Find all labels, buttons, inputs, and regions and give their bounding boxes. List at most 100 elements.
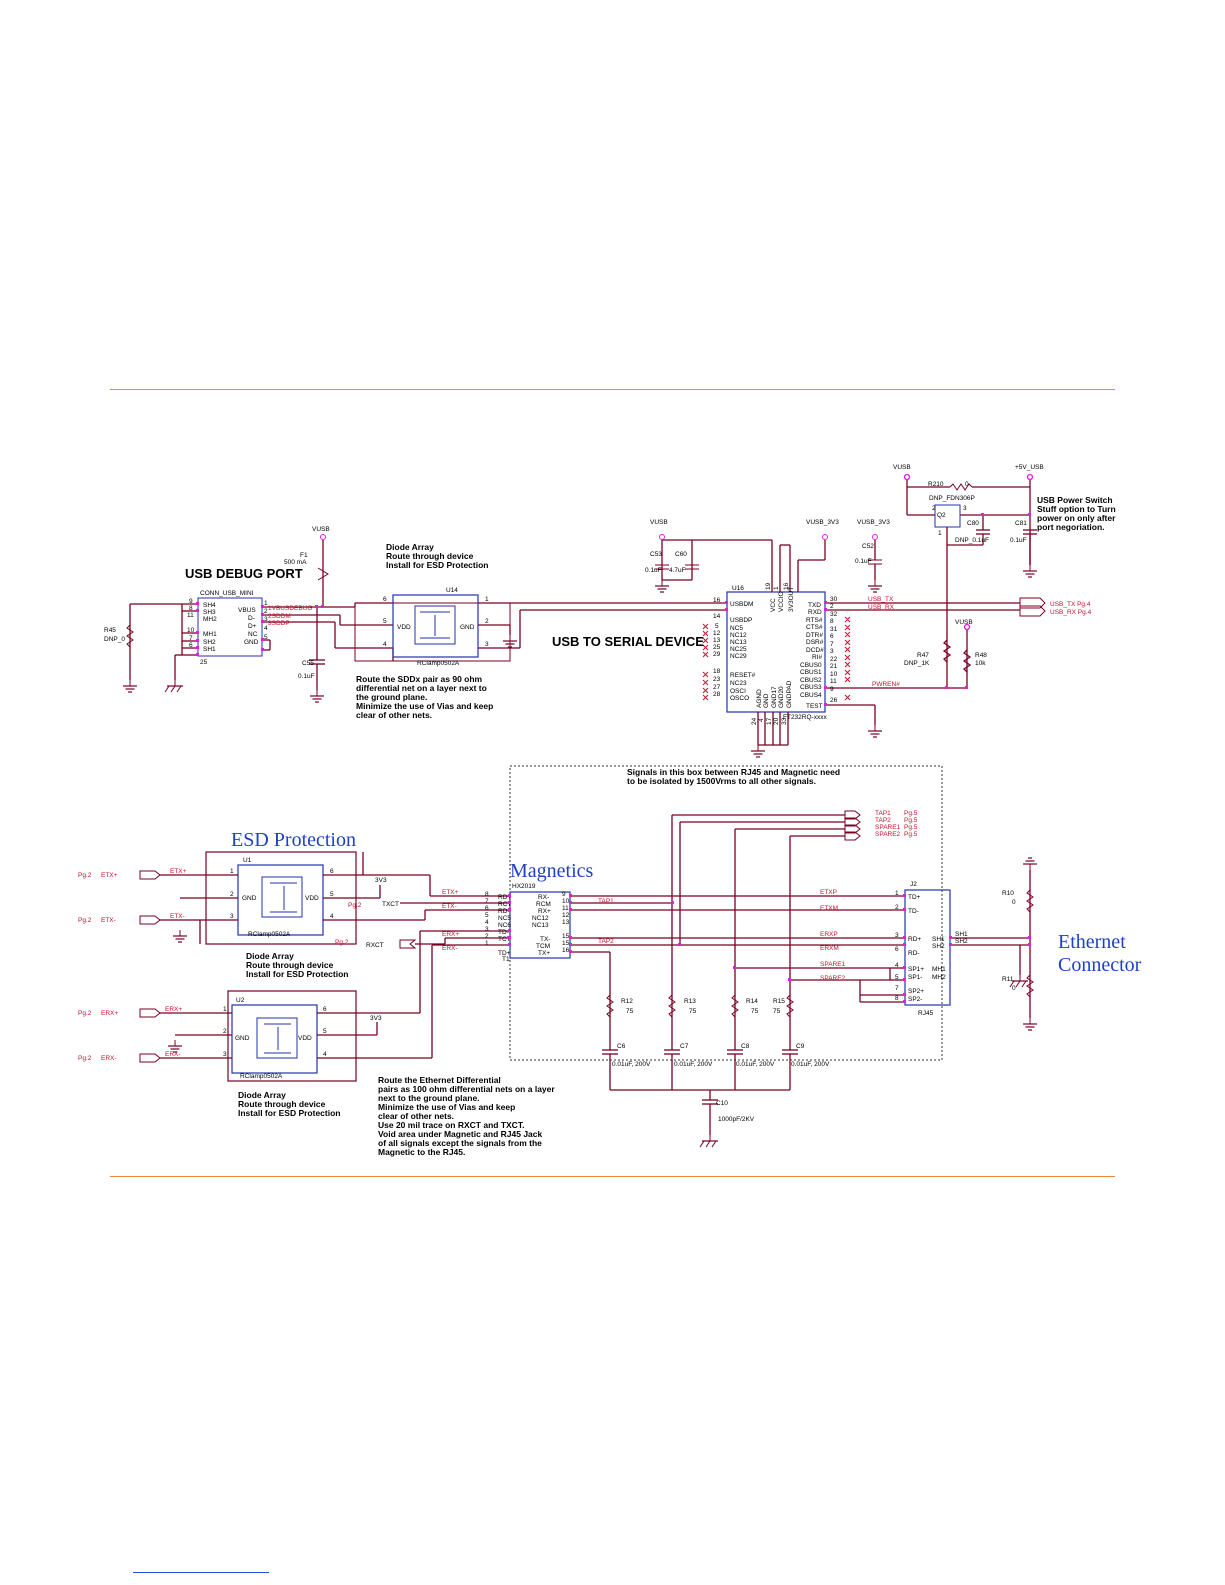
r13-value: 75 bbox=[689, 1008, 697, 1015]
r11-ref: R11 bbox=[1002, 976, 1014, 983]
u16-num-3: 3 bbox=[830, 648, 834, 655]
u1-pin-4: 4 bbox=[330, 913, 334, 920]
net-vbusdebug: 1VBUSDEBUG bbox=[268, 605, 312, 612]
j2-part: RJ45 bbox=[918, 1010, 934, 1017]
t1-num-16: 16 bbox=[562, 947, 570, 954]
u16-pin-agnd: AGND bbox=[756, 689, 763, 708]
note-sddx-4: Minimize the use of Vias and keep bbox=[356, 701, 493, 711]
u16-num-19: 19 bbox=[765, 582, 772, 590]
u2-pin-1: 1 bbox=[223, 1006, 227, 1013]
c52-ref: C52 bbox=[862, 543, 874, 550]
note-eth-5: clear of other nets. bbox=[378, 1111, 454, 1121]
u16-num-22: 22 bbox=[830, 656, 838, 663]
note-eth-1: Route the Ethernet Differential bbox=[378, 1075, 501, 1085]
net-pg5-2: Pg.5 bbox=[904, 817, 918, 824]
note-eth-6: Use 20 mil trace on RXCT and TXCT. bbox=[378, 1120, 524, 1130]
note-usb-switch-2: Stuff option to Turn bbox=[1037, 504, 1116, 514]
q2-pin-1: 1 bbox=[938, 530, 942, 537]
u16-num-12: 12 bbox=[713, 630, 721, 637]
power-vusb-switch: VUSB bbox=[893, 464, 911, 471]
t1-pin-txm: TX- bbox=[540, 936, 550, 943]
c81-value: 0.1uF bbox=[1010, 537, 1027, 544]
u14-diode-array bbox=[392, 594, 518, 658]
j2-pin-rdm: RD- bbox=[908, 950, 920, 957]
note-eth-4: Minimize the use of Vias and keep bbox=[378, 1102, 515, 1112]
u14-part: RClamp0502A bbox=[417, 660, 460, 667]
power-3v3-u2: 3V3 bbox=[370, 1015, 382, 1022]
t1-pin-tdm: TD- bbox=[498, 929, 509, 936]
net-txct: TXCT bbox=[382, 901, 399, 908]
u16-num-14: 14 bbox=[713, 613, 721, 620]
u16-pin-vccio: VCCIO bbox=[778, 591, 785, 612]
t1-pin-nc12: NC12 bbox=[532, 915, 549, 922]
t1-num-7: 7 bbox=[485, 898, 489, 905]
u1-pin-6: 6 bbox=[330, 868, 334, 875]
q2-ref: Q2 bbox=[937, 512, 946, 519]
u16-pin-dcd: DCD# bbox=[806, 647, 824, 654]
j2-pin-sp2p: SP2+ bbox=[908, 988, 924, 995]
u16-pin-osci: OSCI bbox=[730, 688, 746, 695]
note-diode-bot-2: Route through device bbox=[238, 1099, 326, 1109]
u14-gnd: GND bbox=[460, 624, 475, 631]
u14-pin-2: 2 bbox=[485, 618, 489, 625]
t1-num-6: 6 bbox=[485, 905, 489, 912]
u1-pin-3: 3 bbox=[230, 913, 234, 920]
net-etxp-j2: ETXP bbox=[820, 889, 837, 896]
power-vusb3v3-c52: VUSB_3V3 bbox=[857, 519, 890, 526]
conn-num-6: 6 bbox=[189, 642, 193, 649]
u16-num-9: 9 bbox=[830, 686, 834, 693]
u1-pin-5: 5 bbox=[330, 891, 334, 898]
u1-gnd: GND bbox=[242, 895, 257, 902]
u16-num-24: 24 bbox=[751, 717, 758, 725]
u14-pin-6: 6 bbox=[383, 596, 387, 603]
conn-num-1: 1 bbox=[264, 600, 268, 607]
conn-pin-nc: NC bbox=[248, 631, 258, 638]
j2-pin-sh2: SH2 bbox=[932, 943, 945, 950]
note-eth-3: next to the ground plane. bbox=[378, 1093, 480, 1103]
j2-num-4: 4 bbox=[895, 962, 899, 969]
j2-pin-mh2: MH2 bbox=[932, 974, 946, 981]
t1-num-13: 13 bbox=[562, 919, 570, 926]
top-rule bbox=[110, 389, 1115, 390]
u16-pin-cbus1: CBUS1 bbox=[800, 669, 822, 676]
u16-num-29: 29 bbox=[713, 651, 721, 658]
footer-link-underline[interactable] bbox=[133, 1572, 269, 1573]
t1-pin-rdp: RD+ bbox=[498, 894, 511, 901]
t1-num-8: 8 bbox=[485, 891, 489, 898]
bottom-rule bbox=[110, 1176, 1115, 1177]
u16-pin-txd: TXD bbox=[808, 602, 821, 609]
u2-pin-2: 2 bbox=[223, 1028, 227, 1035]
r13-ref: R13 bbox=[684, 998, 696, 1005]
u16-pin-ri: RI# bbox=[812, 654, 823, 661]
ground-symbol bbox=[1022, 564, 1038, 578]
note-usb-switch-1: USB Power Switch bbox=[1037, 495, 1113, 505]
conn-num-5: 5 bbox=[264, 634, 268, 641]
u16-pin-cbus2: CBUS2 bbox=[800, 677, 822, 684]
t1-num-3: 3 bbox=[485, 926, 489, 933]
u16-pin-vcc: VCC bbox=[770, 598, 777, 612]
q2-pin-2: 2 bbox=[932, 505, 936, 512]
u2-ref: U2 bbox=[236, 997, 245, 1004]
u16-pin-usbdm: USBDM bbox=[730, 601, 753, 608]
u16-num-8: 8 bbox=[830, 618, 834, 625]
c81-ref: C81 bbox=[1015, 520, 1027, 527]
u2-pin-6: 6 bbox=[323, 1006, 327, 1013]
net-pg2-etxp: Pg.2 bbox=[78, 872, 92, 879]
j2-num-7: 7 bbox=[895, 985, 899, 992]
u1-part: RClamp0502A bbox=[248, 931, 291, 938]
u16-pin-gnd: GND bbox=[763, 693, 770, 708]
power-3v3-u1: 3V3 bbox=[375, 877, 387, 884]
u16-pin-cbus4: CBUS4 bbox=[800, 692, 822, 699]
t1-pin-nc13: NC13 bbox=[532, 922, 549, 929]
t1-pin-nc6: NC6 bbox=[498, 922, 511, 929]
note-usb-switch-4: port negoriation. bbox=[1037, 522, 1105, 532]
net-spare1-off: SPARE1 bbox=[875, 824, 901, 831]
u14-pin-3: 3 bbox=[485, 641, 489, 648]
u16-pin-nc5: NC5 bbox=[730, 625, 743, 632]
u16-num-25: 25 bbox=[713, 644, 721, 651]
u14-vdd: VDD bbox=[397, 624, 411, 631]
conn-num-10: 10 bbox=[187, 627, 195, 634]
r15-ref: R15 bbox=[773, 998, 785, 1005]
r14-value: 75 bbox=[751, 1008, 759, 1015]
